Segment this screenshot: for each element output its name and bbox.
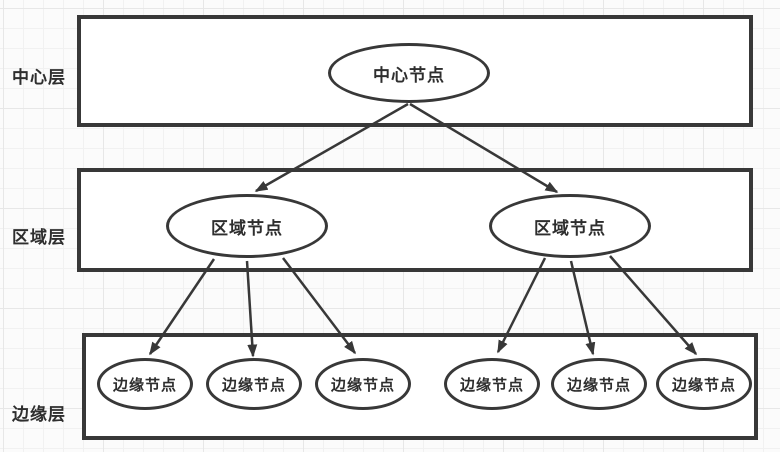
node-region-left: 区域节点 <box>166 194 328 258</box>
node-edge-5: 边缘节点 <box>551 358 647 410</box>
node-edge-6: 边缘节点 <box>656 358 752 410</box>
node-edge-4: 边缘节点 <box>444 358 540 410</box>
node-region-right: 区域节点 <box>489 194 651 258</box>
node-center: 中心节点 <box>328 43 490 103</box>
node-edge-1: 边缘节点 <box>97 358 193 410</box>
node-edge-3: 边缘节点 <box>315 358 411 410</box>
lane-label-region: 区域层 <box>12 228 66 247</box>
lane-label-edge: 边缘层 <box>12 405 66 424</box>
lane-label-center: 中心层 <box>12 68 66 87</box>
node-edge-2: 边缘节点 <box>206 358 302 410</box>
